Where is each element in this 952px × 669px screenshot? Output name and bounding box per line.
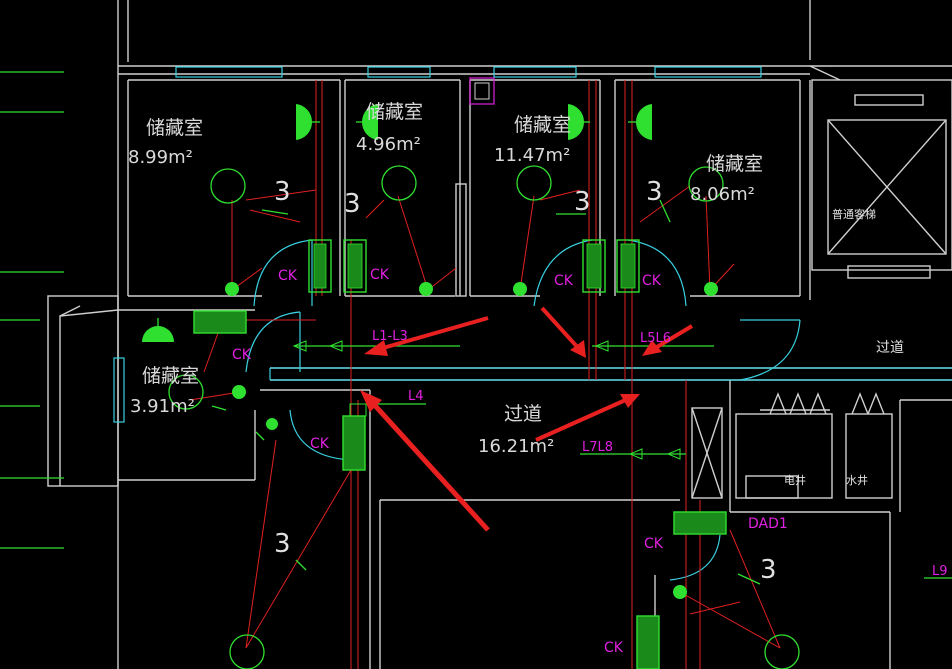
windows (113, 66, 762, 423)
line-label-l9: L9 (932, 564, 948, 579)
grid-ticks (0, 71, 64, 549)
ck-label-6: CK (310, 436, 330, 452)
ck-label-7: CK (644, 536, 664, 552)
count-label-6: 3 (760, 555, 777, 585)
ck-label-5: CK (232, 347, 252, 363)
room-name-5: 储藏室 (142, 365, 199, 387)
walls (47, 0, 952, 669)
room-area-3: 11.47m² (494, 145, 570, 166)
count-label-3: 3 (574, 187, 591, 217)
room-area-2: 4.96m² (356, 134, 421, 155)
ck-label-4: CK (642, 273, 662, 289)
corridor-right-label: 过道 (876, 340, 904, 356)
annotation-arrows (360, 306, 694, 532)
corridor-area: 16.21m² (478, 436, 554, 457)
room-name-3: 储藏室 (514, 114, 571, 136)
water-shaft-label: 水井 (846, 473, 868, 487)
ck-label-3: CK (554, 273, 574, 289)
ck-label-1: CK (278, 268, 298, 284)
elevator-label: 普通客梯 (832, 207, 876, 221)
count-label-4: 3 (646, 177, 663, 207)
room-name-1: 储藏室 (146, 117, 203, 139)
labels: 储藏室 8.99m² 储藏室 4.96m² 储藏室 11.47m² 储藏室 8.… (128, 101, 948, 656)
pipes (189, 80, 781, 669)
room-area-4: 8.06m² (690, 184, 755, 205)
electric-shaft-label: 电井 (784, 473, 806, 487)
count-label-2: 3 (344, 189, 361, 219)
line-label-l4: L4 (408, 389, 424, 404)
dad1-label: DAD1 (748, 516, 788, 532)
doors (245, 239, 952, 581)
devices (142, 104, 952, 669)
line-label-l5l6: L5L6 (640, 331, 671, 346)
line-label-l1l3: L1-L3 (372, 329, 408, 344)
room-area-1: 8.99m² (128, 147, 193, 168)
line-label-l7l8: L7L8 (582, 440, 613, 455)
count-label-1: 3 (274, 177, 291, 207)
ck-label-2: CK (370, 267, 390, 283)
corridor-name: 过道 (504, 403, 542, 425)
room-name-2: 储藏室 (366, 101, 423, 123)
room-name-4: 储藏室 (706, 153, 763, 175)
ck-label-8: CK (604, 640, 624, 656)
room-area-5: 3.91m² (130, 396, 195, 417)
count-label-5: 3 (274, 529, 291, 559)
